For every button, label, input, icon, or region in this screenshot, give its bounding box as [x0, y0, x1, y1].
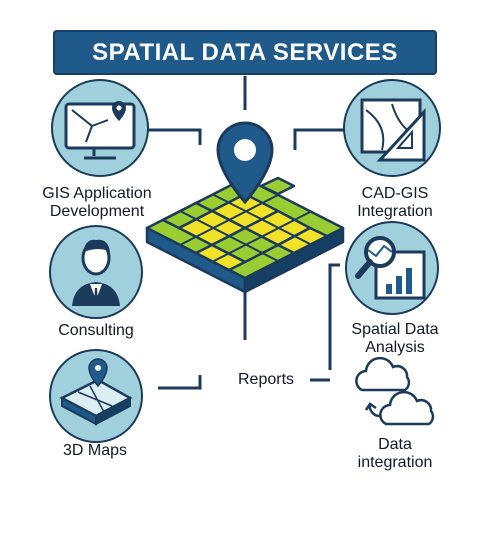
3d-maps-label: 3D Maps: [40, 442, 150, 460]
consulting-label: Consulting: [36, 322, 156, 340]
3d-maps-label-text: 3D Maps: [62, 442, 128, 459]
gis-app-label-line2: Development: [49, 203, 145, 220]
consulting-icon: [49, 225, 143, 319]
cad-gis-label: CAD-GIS Integration: [330, 185, 460, 221]
3d-maps-icon: [49, 349, 143, 443]
connector-3dmaps: [158, 375, 202, 390]
connector-lines: [140, 76, 345, 390]
cloud-sync-icon: [355, 356, 435, 426]
gis-app-icon: [51, 79, 149, 177]
location-pin-icon: [216, 121, 274, 205]
map-grid-platform: [145, 176, 345, 294]
connector-cad: [293, 128, 345, 150]
title-banner: SPATIAL DATA SERVICES: [53, 30, 437, 75]
connector-spatial: [328, 263, 340, 370]
gis-app-label-line1: GIS Application: [42, 185, 152, 202]
grid-cell-8: [259, 176, 296, 196]
cad-gis-icon: [343, 79, 441, 177]
spatial-analysis-label: Spatial Data Analysis: [330, 321, 460, 357]
spatial-analysis-label-line2: Analysis: [365, 339, 425, 356]
spatial-analysis-icon: [345, 221, 439, 315]
data-integration-label-line1: Data: [378, 436, 412, 453]
gis-app-label: GIS Application Development: [22, 185, 172, 221]
page-title: SPATIAL DATA SERVICES: [92, 39, 398, 66]
cad-gis-label-line1: CAD-GIS: [361, 185, 429, 202]
connector-gis: [140, 128, 202, 145]
data-integration-label-line2: integration: [357, 454, 433, 471]
reports-label-text: Reports: [238, 371, 295, 388]
consulting-label-text: Consulting: [58, 322, 134, 339]
spatial-analysis-label-line1: Spatial Data: [351, 321, 439, 338]
cad-gis-label-line2: Integration: [357, 203, 433, 220]
data-integration-label: Data integration: [340, 436, 450, 472]
reports-label: Reports: [238, 371, 308, 389]
